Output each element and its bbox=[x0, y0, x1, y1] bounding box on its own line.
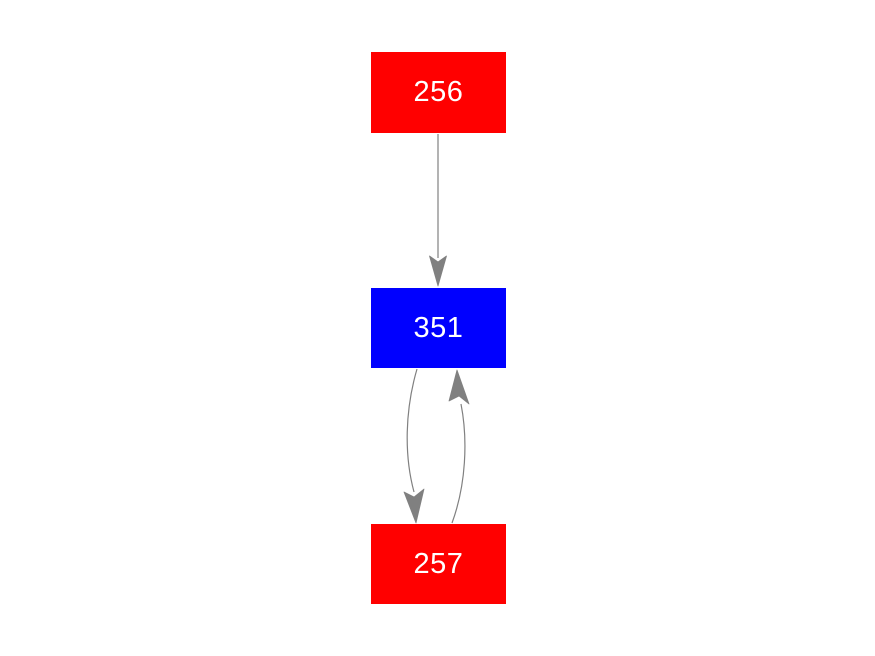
edge-256-to-351 bbox=[429, 134, 447, 287]
edge-257-to-351 bbox=[448, 369, 470, 524]
edge-line-257-351 bbox=[451, 403, 466, 524]
node-label-257: 257 bbox=[413, 547, 464, 580]
graph-node-257[interactable]: 257 bbox=[371, 524, 506, 604]
edge-line-351-257 bbox=[406, 368, 418, 493]
arrowhead-256-351 bbox=[429, 255, 447, 287]
node-label-351: 351 bbox=[413, 311, 464, 344]
node-label-256: 256 bbox=[413, 76, 464, 108]
edge-351-to-257 bbox=[403, 368, 425, 524]
graph-node-351[interactable]: 351 bbox=[371, 288, 506, 368]
arrowhead-257-351 bbox=[448, 369, 470, 405]
graph-node-256[interactable]: 256 bbox=[371, 52, 506, 133]
arrowhead-351-257 bbox=[403, 488, 425, 524]
